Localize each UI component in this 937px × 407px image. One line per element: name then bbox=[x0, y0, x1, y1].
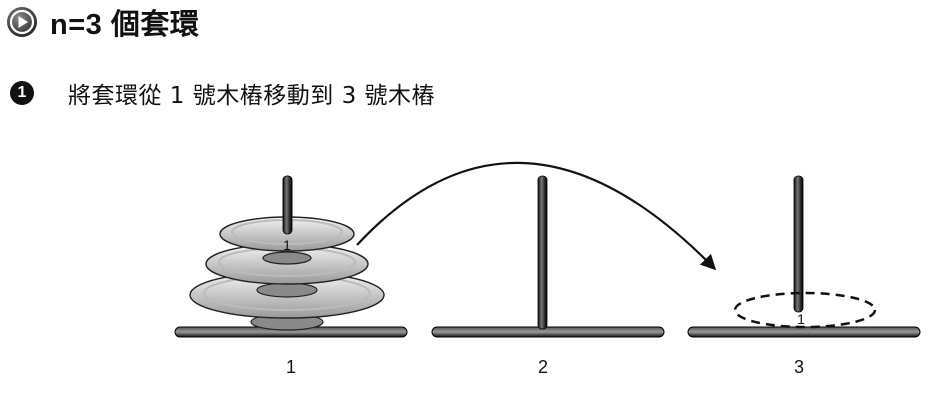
title-row: n=3 個套環 bbox=[6, 2, 199, 42]
peg-3-base bbox=[687, 326, 921, 338]
step-text: 將套環從 1 號木樁移動到 3 號木樁 bbox=[68, 83, 436, 109]
play-circle-icon bbox=[7, 7, 37, 37]
peg-3-label: 3 bbox=[794, 357, 804, 377]
page-title: n=3 個套環 bbox=[50, 9, 200, 41]
target-ring-label: 1 bbox=[797, 311, 805, 327]
peg-2-base bbox=[431, 326, 665, 338]
step-row: 1 將套環從 1 號木樁移動到 3 號木樁 bbox=[10, 78, 436, 109]
ring-1-label: 1 bbox=[283, 237, 291, 253]
move-arrow bbox=[356, 161, 717, 271]
peg-2-pole bbox=[537, 175, 548, 330]
step-number-badge: 1 bbox=[10, 81, 34, 105]
peg-1-label: 1 bbox=[286, 357, 296, 377]
peg-3-pole bbox=[793, 175, 804, 313]
target-ring-outline bbox=[733, 291, 877, 329]
peg-1-pole-top bbox=[282, 175, 293, 235]
peg-2-label: 2 bbox=[538, 357, 548, 377]
